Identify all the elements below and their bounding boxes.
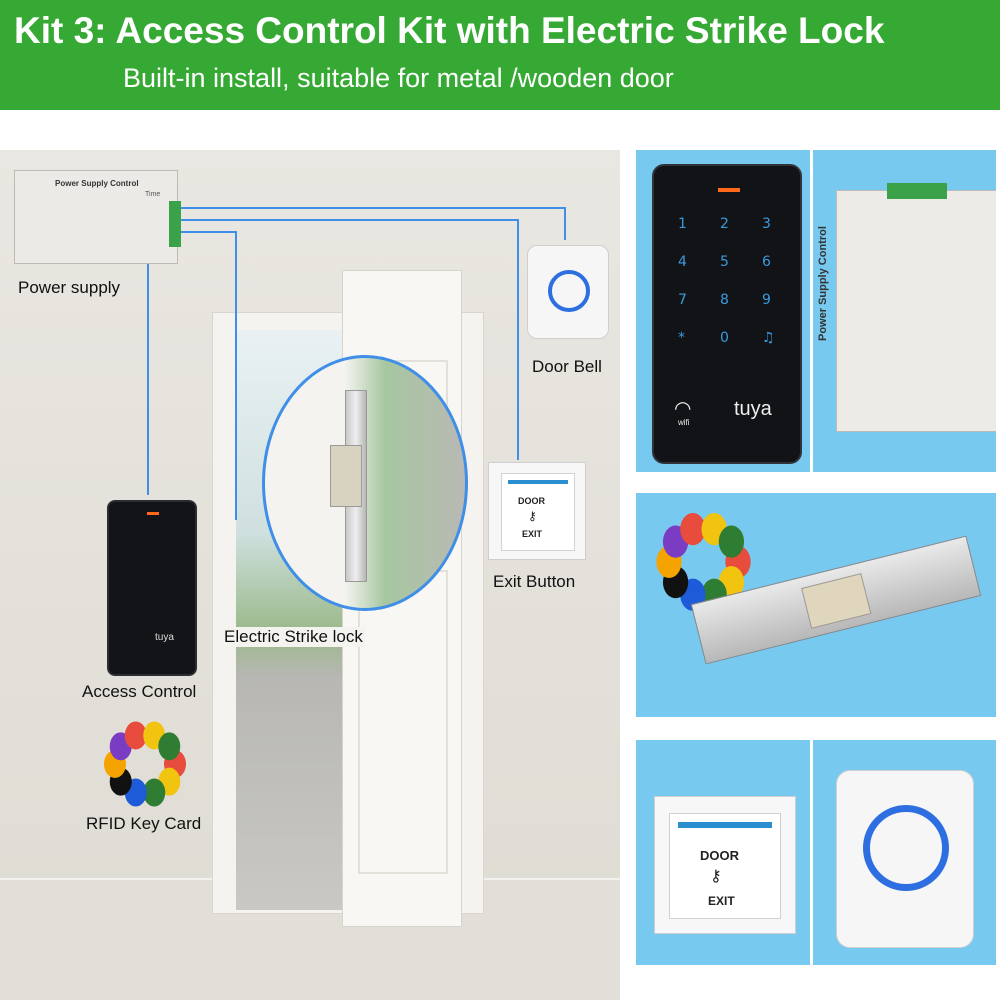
keypad-key: 3 xyxy=(762,216,771,232)
power-supply-unit: Power Supply Control Time xyxy=(14,170,181,264)
keypad-key: * xyxy=(678,330,685,346)
rfid-fob xyxy=(718,525,745,558)
rfid-fob xyxy=(680,512,706,546)
wire-doorbell xyxy=(178,207,566,240)
wire-exit xyxy=(178,219,519,460)
keypad-key: ♫ xyxy=(762,330,775,346)
keypad-key: 2 xyxy=(720,216,729,232)
rfid-fob xyxy=(158,732,181,761)
wire-strike xyxy=(178,231,237,520)
power-supply-closeup: Power Supply Control xyxy=(817,183,996,432)
rfid-fobs xyxy=(104,721,186,807)
psu-terminals xyxy=(169,201,181,247)
rfid-fob xyxy=(143,778,166,807)
keypad-key: 0 xyxy=(720,330,729,346)
label-electric-strike: Electric Strike lock xyxy=(222,627,365,647)
wiring xyxy=(147,207,566,520)
access-control-keypad: tuya xyxy=(107,500,197,676)
wifi-icon: ◠ xyxy=(674,398,692,420)
keypad-key: 1 xyxy=(678,216,687,232)
wire-access xyxy=(147,243,178,495)
page-title: Kit 3: Access Control Kit with Electric … xyxy=(14,10,885,51)
label-rfid: RFID Key Card xyxy=(86,814,202,833)
panel-exit-bell: DOOR ⚷ EXIT xyxy=(636,740,996,965)
exit-button-closeup: DOOR ⚷ EXIT xyxy=(654,796,796,934)
keypad-key: 9 xyxy=(762,292,771,308)
keypad-key: 6 xyxy=(762,254,771,270)
label-access-control: Access Control xyxy=(82,682,197,701)
rfid-fobs-closeup xyxy=(656,512,751,611)
label-door-bell: Door Bell xyxy=(532,357,602,376)
exit-button-device: DOOR ⚷ EXIT xyxy=(488,462,586,560)
keypad-keys: 1 2 3 4 5 6 7 8 9 * 0 ♫ xyxy=(672,212,784,362)
installation-diagram: Power Supply Control Time Power supply D… xyxy=(0,150,620,1000)
header-banner: Kit 3: Access Control Kit with Electric … xyxy=(0,0,1000,110)
keypad-key: 4 xyxy=(678,254,687,270)
panel-strike-fobs xyxy=(636,493,996,717)
label-power-supply: Power supply xyxy=(18,278,121,297)
psu-label: Power Supply Control xyxy=(55,179,139,188)
label-exit-button: Exit Button xyxy=(493,572,576,591)
door-bell-device xyxy=(527,245,609,339)
door-bell-closeup xyxy=(836,770,974,948)
keypad-key: 7 xyxy=(678,292,687,308)
keypad-key: 8 xyxy=(720,292,729,308)
keypad-key: 5 xyxy=(720,254,729,270)
page-subtitle: Built-in install, suitable for metal /wo… xyxy=(123,63,674,93)
rfid-fob xyxy=(124,721,147,750)
key-icon: ⚷ xyxy=(710,868,722,885)
key-icon: ⚷ xyxy=(528,509,537,523)
